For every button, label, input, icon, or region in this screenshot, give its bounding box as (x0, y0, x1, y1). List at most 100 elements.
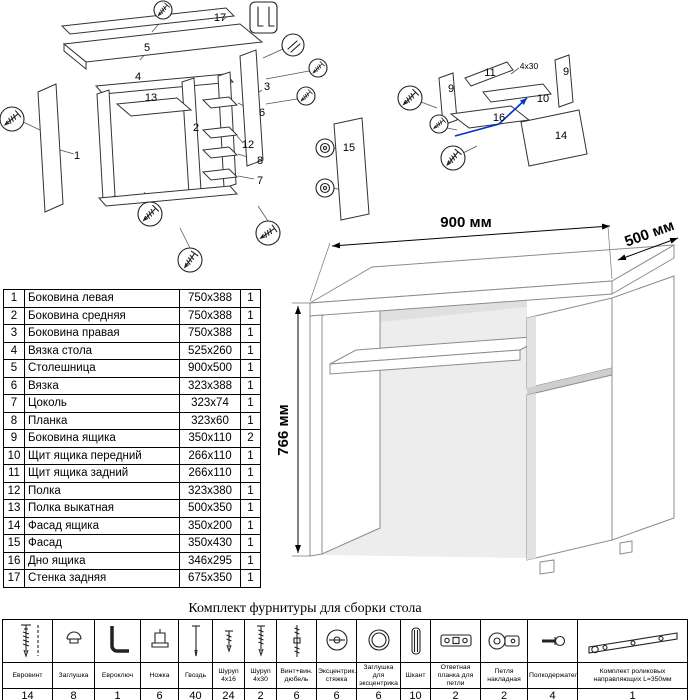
part-size: 323x60 (179, 411, 241, 430)
drawer-back-11 (464, 61, 514, 87)
part-label-3: 3 (264, 81, 270, 93)
dowel-screw-icon (276, 619, 317, 663)
dimension-height: 766 мм (275, 302, 310, 557)
part-label-8: 8 (257, 155, 263, 167)
part-name: Вязка (24, 376, 180, 395)
parts-table-row: 6 Вязка 323x388 1 (3, 376, 261, 395)
part-name: Щит ящика передний (24, 446, 180, 465)
hardware-item-name: Заглушка (52, 661, 95, 690)
parts-table-row: 2 Боковина средняя 750x388 1 (3, 306, 261, 325)
part-size: 750x388 (179, 324, 241, 343)
part-qty: 1 (240, 359, 261, 378)
part-name: Боковина правая (24, 324, 180, 343)
part-size: 266x110 (179, 446, 241, 465)
part-size: 750x388 (179, 306, 241, 325)
desk-foot-back (619, 540, 633, 555)
panel-right-side-3 (239, 49, 264, 167)
part-number: 8 (3, 411, 25, 430)
parts-table-row: 7 Цоколь 323x74 1 (3, 394, 261, 413)
cam-lock-icon (316, 619, 357, 663)
screw-callouts (0, 0, 328, 273)
parts-table-row: 4 Вязка стола 525x260 1 (3, 341, 261, 360)
hardware-item-qty: 6 (356, 688, 401, 700)
part-size: 323x380 (179, 481, 241, 500)
hardware-kit-title: Комплект фурнитуры для сборки стола (188, 601, 422, 616)
hardware-icons-row (2, 619, 688, 663)
drawer-door-gap (527, 368, 612, 395)
hardware-item-qty: 40 (178, 688, 213, 700)
part-number: 11 (3, 464, 25, 483)
hardware-item-qty: 1 (94, 688, 141, 700)
part-number: 5 (3, 359, 25, 378)
part-number: 10 (3, 446, 25, 465)
part-size: 266x110 (179, 464, 241, 483)
parts-table: 1 Боковина левая 750x388 1 2 Боковина ср… (3, 289, 261, 588)
parts-table-row: 5 Столешница 900x500 1 (3, 359, 261, 378)
insertion-arrow-blue (454, 97, 528, 137)
part-number: 6 (3, 376, 25, 395)
panel-middle-side-2 (181, 77, 202, 195)
part-label-7: 7 (257, 175, 263, 187)
hardware-table: Евровинт Заглушка Евроключ Ножка Гвоздь … (2, 619, 688, 700)
drawer-screw-callouts (397, 85, 466, 171)
part-number: 12 (3, 481, 25, 500)
wooden-dowel-icon (400, 619, 431, 663)
drawer-side-9-left (438, 72, 458, 126)
height-label: 766 мм (275, 404, 292, 455)
part-number: 4 (3, 341, 25, 360)
parts-table-row: 16 Дно ящика 346x295 1 (3, 551, 261, 570)
screw-size-label: 4x30 (520, 61, 539, 71)
part-label-2: 2 (193, 122, 199, 134)
part-name: Планка (24, 411, 180, 430)
part-name: Фасад (24, 534, 180, 553)
hardware-item-qty: 2 (430, 688, 481, 700)
hex-key-icon (94, 619, 141, 663)
parts-table-row: 13 Полка выкатная 500x350 1 (3, 499, 261, 518)
part-number: 3 (3, 324, 25, 343)
part-size: 350x110 (179, 429, 241, 448)
panel-rail-4 (94, 73, 235, 95)
hardware-names-row: Евровинт Заглушка Евроключ Ножка Гвоздь … (2, 661, 688, 690)
left-panel-inner-face (321, 281, 381, 555)
part-label-1: 1 (74, 150, 80, 162)
hardware-qty-row: 14 8 1 6 40 24 2 6 6 6 10 2 2 4 1 (2, 688, 688, 700)
part-label-5: 5 (144, 42, 150, 54)
hardware-item-name: Евровинт (2, 661, 53, 690)
part-label-15: 15 (343, 142, 355, 154)
parts-table-row: 11 Щит ящика задний 266x110 1 (3, 464, 261, 483)
hinge-callouts (315, 138, 335, 198)
part-number: 7 (3, 394, 25, 413)
part-label-9b: 9 (563, 66, 569, 78)
part-size: 323x74 (179, 394, 241, 413)
part-size: 675x350 (179, 569, 241, 588)
part-qty: 1 (240, 324, 261, 343)
part-qty: 1 (240, 516, 261, 535)
hardware-item-name: Комплект роликовых направляющих L=350мм (577, 661, 688, 690)
part-qty: 1 (240, 551, 261, 570)
part-qty: 1 (240, 534, 261, 553)
dimension-width: 900 мм (309, 214, 613, 302)
confirmat-screw-icon (2, 619, 53, 663)
part-qty: 1 (240, 499, 261, 518)
shelf-support-icon (527, 619, 578, 663)
parts-table-row: 12 Полка 323x380 1 (3, 481, 261, 500)
hardware-item-name: Полкодержатель (527, 661, 578, 690)
hardware-item-name: Гвоздь (178, 661, 213, 690)
hardware-item-name: Петля накладная (480, 661, 528, 690)
part-label-10: 10 (537, 93, 549, 105)
parts-table-row: 17 Стенка задняя 675x350 1 (3, 569, 261, 588)
part-qty: 1 (240, 341, 261, 360)
part-size: 346x295 (179, 551, 241, 570)
part-label-12: 12 (242, 139, 254, 151)
part-size: 323x388 (179, 376, 241, 395)
hardware-item-name: Шуруп 4x30 (244, 661, 277, 690)
part-name: Цоколь (24, 394, 180, 413)
part-size: 900x500 (179, 359, 241, 378)
parts-table-row: 9 Боковина ящика 350x110 2 (3, 429, 261, 448)
part-number: 15 (3, 534, 25, 553)
part-qty: 1 (240, 481, 261, 500)
furniture-foot-icon (140, 619, 179, 663)
part-qty: 1 (240, 411, 261, 430)
hardware-item-qty: 8 (52, 688, 95, 700)
